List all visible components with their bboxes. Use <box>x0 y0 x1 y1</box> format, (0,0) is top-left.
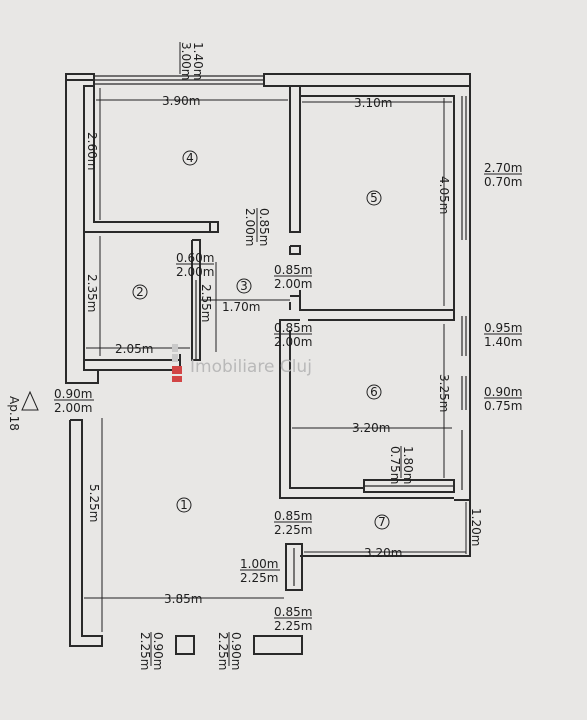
watermark-text: Imobiliare Cluj <box>190 357 312 377</box>
room-7-circle <box>374 514 390 530</box>
dim-390: 3.90m <box>162 94 200 108</box>
pillar <box>285 543 303 591</box>
dim-085-d: 0.85m <box>274 509 312 523</box>
room-2-label: 2 <box>136 285 144 299</box>
dim-405: 4.05m <box>437 176 451 214</box>
bottom-pillar-2 <box>253 635 303 655</box>
door-jamb-2 <box>209 221 219 233</box>
walls <box>65 73 471 655</box>
dim-270: 2.70m <box>484 161 522 175</box>
dim-310: 3.10m <box>354 96 392 110</box>
dim-060-200: 2.00m <box>176 265 214 279</box>
dim-225-b1: 2.25m <box>138 632 152 670</box>
room-1-circle <box>176 497 192 513</box>
dim-300: 3.00m <box>179 42 193 80</box>
dim-205: 2.05m <box>115 342 153 356</box>
left-wall-lower <box>69 419 103 647</box>
dim-235: 2.35m <box>85 274 99 312</box>
north-label: Ap.18 <box>7 396 21 431</box>
watermark-logo-block-2 <box>172 354 178 362</box>
dim-100: 1.00m <box>240 557 278 571</box>
dim-060: 0.60m <box>176 251 214 265</box>
room-5-circle <box>366 190 382 206</box>
wall-4-5-stub <box>289 245 301 255</box>
dim-320-a: 3.20m <box>352 421 390 435</box>
dim-225-b2: 2.25m <box>216 632 230 670</box>
top-wall-right <box>263 73 471 87</box>
dim-085-b: 0.85m <box>274 263 312 277</box>
dim-225-d: 2.25m <box>274 523 312 537</box>
dim-085-v: 0.85m <box>257 208 271 246</box>
dim-180: 1.80m <box>401 446 415 484</box>
dim-090-left: 0.90m <box>54 387 92 401</box>
room-3-label: 3 <box>240 279 248 293</box>
dim-255: 2.55m <box>199 284 213 322</box>
watermark-logo-block-3 <box>172 366 182 374</box>
dim-085-c: 0.85m <box>274 321 312 335</box>
dimension-labels: 3.00m 1.40m 3.90m 3.10m 2.60m 4.05m 2.70… <box>7 42 522 670</box>
wall-4-5 <box>289 86 301 233</box>
room6-left-bottom <box>279 319 454 499</box>
left-wall-upper <box>65 73 99 384</box>
dim-095: 0.95m <box>484 321 522 335</box>
dim-090-b2: 0.90m <box>229 632 243 670</box>
room-4-circle <box>182 150 198 166</box>
room-3-circle <box>236 278 252 294</box>
dim-070: 0.70m <box>484 175 522 189</box>
room-2-circle <box>132 284 148 300</box>
dim-090-b1: 0.90m <box>151 632 165 670</box>
dim-085-e: 0.85m <box>274 605 312 619</box>
room2-bottom-ledge <box>98 354 181 371</box>
room-1-label: 1 <box>180 498 188 512</box>
dim-320-b: 3.20m <box>364 546 402 560</box>
dim-200-left: 2.00m <box>54 401 92 415</box>
north-arrow-icon <box>21 390 39 411</box>
room-labels: 4 5 2 3 6 1 7 <box>132 150 390 530</box>
room2-right-wall <box>191 239 201 361</box>
room4-inner-left-bottom <box>93 86 216 223</box>
room-6-label: 6 <box>370 385 378 399</box>
room-7-label: 7 <box>378 515 386 529</box>
dim-200-b: 2.00m <box>274 277 312 291</box>
dim-075-inner: 0.75m <box>388 446 402 484</box>
dim-170: 1.70m <box>222 300 260 314</box>
dim-120: 1.20m <box>469 508 483 546</box>
balcony-edge <box>300 499 471 557</box>
dim-525: 5.25m <box>87 484 101 522</box>
dim-325: 3.25m <box>437 374 451 412</box>
dimension-lines <box>84 88 467 632</box>
room-5-label: 5 <box>370 191 378 205</box>
bottom-pillar-1 <box>175 635 195 655</box>
dim-225-e: 2.25m <box>240 571 278 585</box>
watermark-logo-block-1 <box>172 344 178 352</box>
watermark-logo-block-4 <box>172 376 182 382</box>
room6-top <box>308 310 455 321</box>
dim-200-v: 2.00m <box>243 208 257 246</box>
room6-inner-left <box>289 330 364 489</box>
room-6-circle <box>366 384 382 400</box>
dim-260: 2.60m <box>85 132 99 170</box>
dim-090-right: 0.90m <box>484 385 522 399</box>
dim-385: 3.85m <box>164 592 202 606</box>
dim-200-c: 2.00m <box>274 335 312 349</box>
room-4-label: 4 <box>186 151 194 165</box>
dim-075-right: 0.75m <box>484 399 522 413</box>
watermark: Imobiliare Cluj <box>172 344 312 382</box>
dim-140-top: 1.40m <box>191 42 205 80</box>
dim-225-f: 2.25m <box>274 619 312 633</box>
dim-140-right: 1.40m <box>484 335 522 349</box>
